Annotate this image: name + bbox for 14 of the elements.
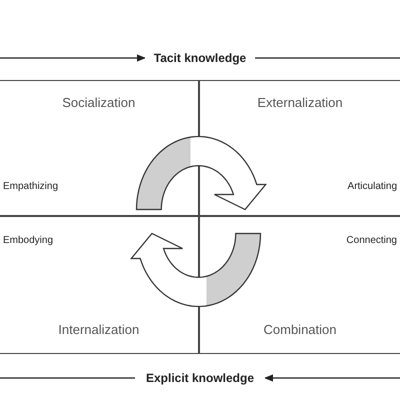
mode-title: Externalization <box>256 95 344 110</box>
arrow <box>0 54 146 62</box>
connector-line <box>0 377 135 379</box>
process-label: Embodying <box>3 235 54 246</box>
curved-block-arrow <box>136 136 268 210</box>
process-label: Articulating <box>348 181 397 192</box>
process-label: Connecting <box>346 235 397 246</box>
arrow <box>264 374 400 382</box>
curved-block-arrow <box>130 232 262 308</box>
mode-title: Socialization <box>61 95 136 110</box>
mode-title: Internalization <box>57 322 140 337</box>
connector-line <box>255 57 400 59</box>
process-label: Empathizing <box>3 181 58 192</box>
mode-title: Combination <box>262 322 338 337</box>
